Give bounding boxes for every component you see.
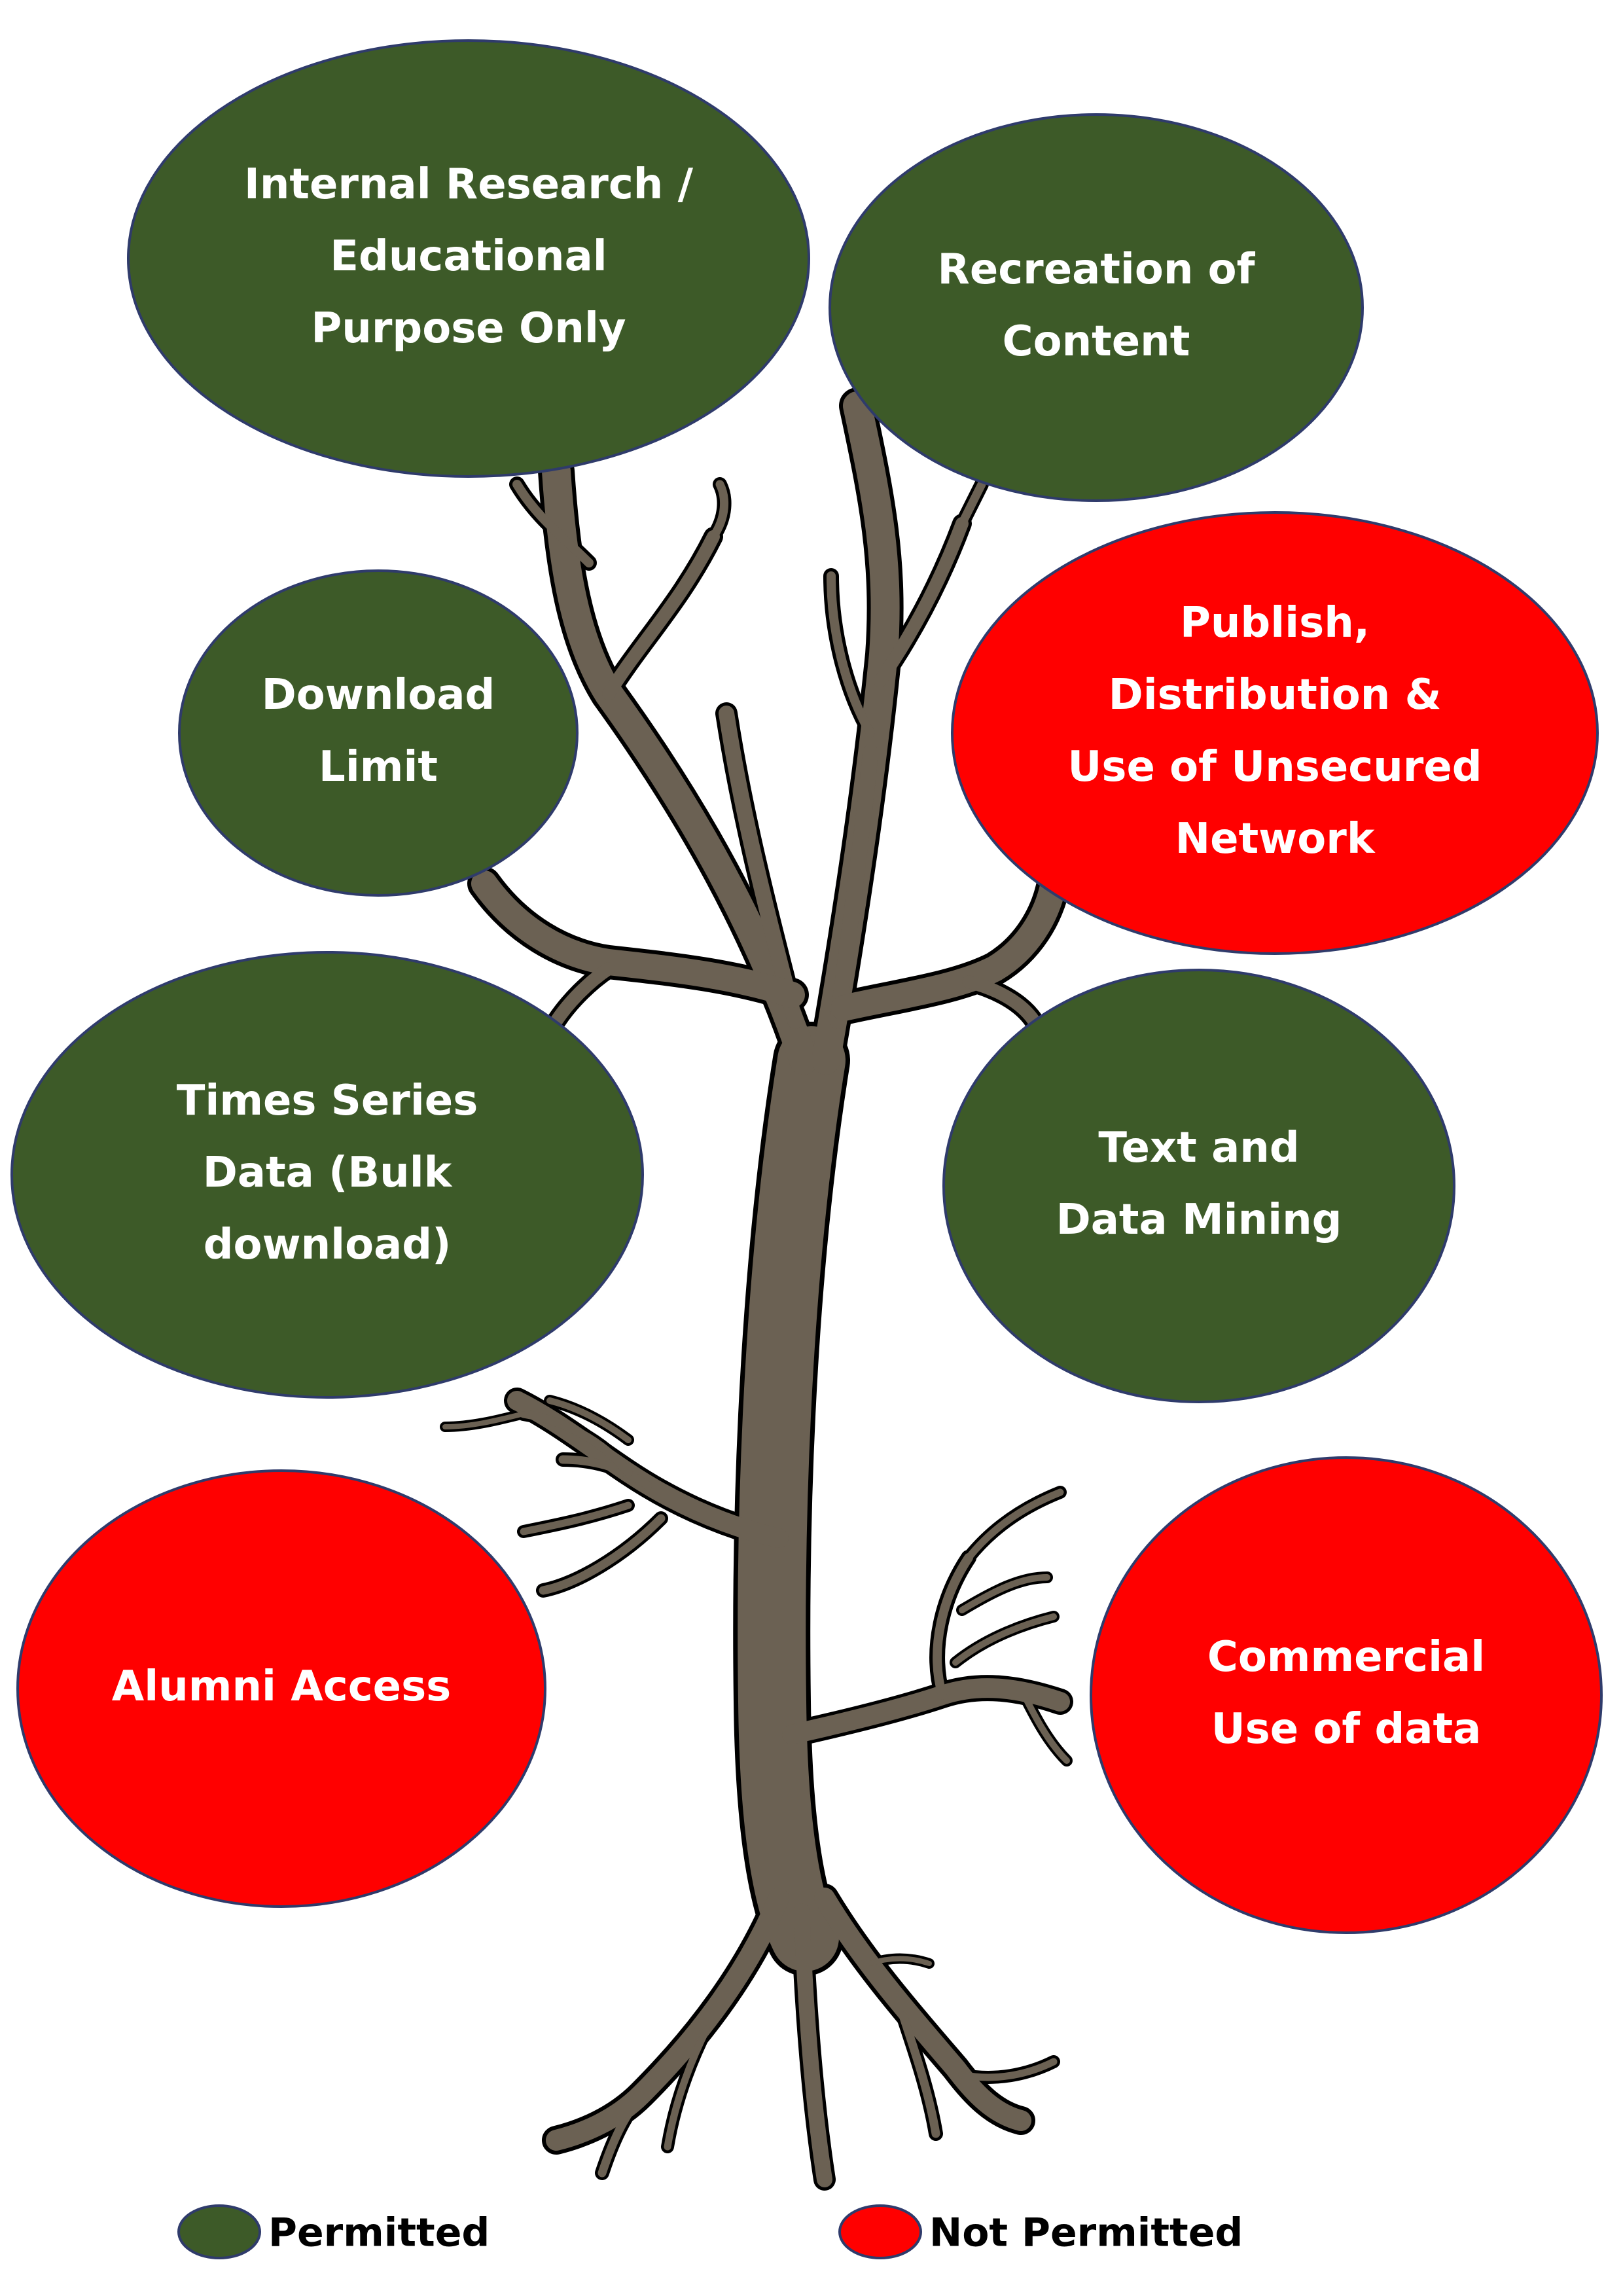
node-recreation-of-content: Recreation of Content bbox=[829, 113, 1364, 502]
node-label-line: Download bbox=[262, 671, 495, 719]
legend-swatch-permitted bbox=[177, 2204, 261, 2259]
node-label-line: Commercial bbox=[1207, 1633, 1485, 1681]
node-ellipse bbox=[10, 951, 644, 1399]
node-ellipse bbox=[1090, 1456, 1603, 1934]
tree-bark bbox=[442, 391, 1070, 2187]
node-ellipse bbox=[178, 569, 579, 897]
node-ellipse bbox=[829, 113, 1364, 502]
node-label-line: Educational bbox=[330, 232, 607, 281]
node-label-line: Text and bbox=[1098, 1124, 1299, 1172]
node-label-line: Network bbox=[1175, 815, 1376, 863]
node-label-line: Alumni Access bbox=[112, 1662, 452, 1711]
node-ellipse bbox=[951, 511, 1599, 955]
node-ellipse bbox=[16, 1469, 546, 1908]
node-label-line: Distribution & bbox=[1109, 671, 1442, 719]
node-label-line: Publish, bbox=[1180, 599, 1370, 647]
node-label: Recreation of Content bbox=[938, 245, 1256, 366]
node-label-line: Use of Unsecured bbox=[1067, 743, 1482, 791]
legend-item-not-permitted: Not Permitted bbox=[838, 2204, 1243, 2259]
node-label-line: Data Mining bbox=[1056, 1196, 1342, 1244]
node-label-line: Limit bbox=[319, 743, 438, 791]
node-label-line: Use of data bbox=[1211, 1705, 1482, 1753]
node-label: Alumni Access bbox=[112, 1662, 452, 1711]
node-label-line: Data (Bulk bbox=[203, 1149, 453, 1197]
legend-swatch-not-permitted bbox=[838, 2204, 922, 2259]
legend-label-permitted: Permitted bbox=[268, 2210, 490, 2256]
legend-item-permitted: Permitted bbox=[177, 2204, 490, 2259]
node-label-line: Content bbox=[1003, 317, 1190, 366]
node-ellipse bbox=[942, 969, 1455, 1403]
node-alumni-access: Alumni Access bbox=[16, 1469, 546, 1908]
node-label-line: Times Series bbox=[177, 1077, 478, 1125]
legend-label-not-permitted: Not Permitted bbox=[929, 2210, 1243, 2256]
node-label-line: Purpose Only bbox=[311, 304, 626, 353]
legend: Permitted Not Permitted bbox=[177, 2204, 1243, 2259]
tree-illustration bbox=[440, 387, 1073, 2191]
node-label-line: Recreation of bbox=[938, 245, 1256, 294]
node-ellipse bbox=[127, 39, 810, 478]
node-label-line: Internal Research / bbox=[244, 160, 694, 209]
node-label-line: download) bbox=[204, 1221, 452, 1269]
